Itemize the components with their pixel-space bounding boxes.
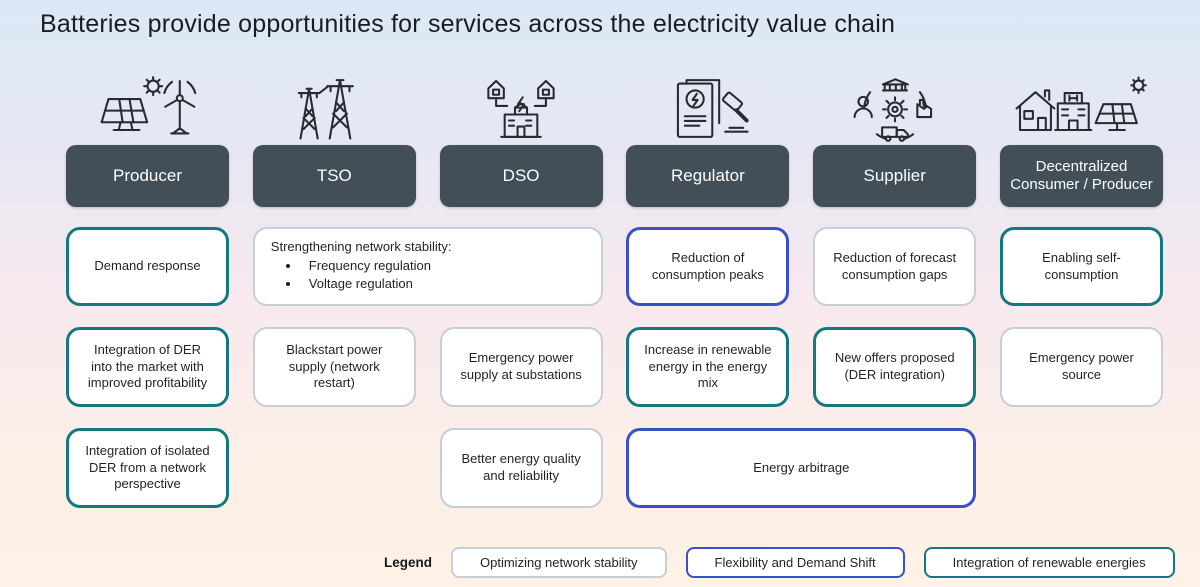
service-box-better-energy-quality: Better energy quality and reliability: [439, 428, 603, 508]
service-box-blackstart-power-supply: Blackstart power supply (network restart…: [252, 327, 416, 407]
document-and-gavel-icon: [626, 72, 789, 142]
service-box-reduction-of-consumption-peaks: Reduction of consumption peaks: [626, 227, 790, 306]
service-label: Energy arbitrage: [753, 459, 850, 475]
column-header-label: Regulator: [671, 166, 745, 185]
service-box-heading: Strengthening network stability:: [270, 239, 452, 255]
legend-item-label: Integration of renewable energies: [952, 555, 1146, 570]
service-box-network-stability: Strengthening network stability: Frequen…: [252, 227, 603, 306]
column-header-dso: DSO: [439, 145, 603, 207]
legend-title: Legend: [384, 555, 433, 570]
service-box-enabling-self-consumption: Enabling self-consumption: [999, 227, 1163, 306]
service-bullet: Frequency regulation: [301, 258, 431, 275]
service-box-new-offers-proposed: New offers proposed (DER integration): [813, 327, 977, 407]
service-label: Increase in renewable energy in the ener…: [644, 341, 772, 391]
house-hospital-solar-icon: [1000, 72, 1163, 142]
service-box-increase-renewable-energy-mix: Increase in renewable energy in the ener…: [626, 327, 790, 407]
column-header-label: DSO: [502, 166, 540, 185]
service-box-integration-of-isolated-der: Integration of isolated DER from a netwo…: [66, 428, 229, 508]
service-label: Reduction of consumption peaks: [651, 249, 764, 282]
legend-item-flexibility-and-demand-shift: Flexibility and Demand Shift: [685, 547, 905, 578]
column-header-label: Supplier: [863, 166, 926, 185]
legend-item-integration-of-renewable-energies: Integration of renewable energies: [923, 547, 1175, 578]
service-label: Reduction of forecast consumption gaps: [833, 249, 957, 282]
solar-panel-and-wind-turbine-icon: [66, 72, 229, 142]
service-label: Blackstart power supply (network restart…: [286, 341, 383, 391]
page-title: Batteries provide opportunities for serv…: [40, 10, 896, 38]
supply-chain-cycle-icon: [813, 72, 976, 142]
services-row-1: Demand response Strengthening network st…: [66, 227, 1163, 306]
legend: Legend Optimizing network stability Flex…: [384, 546, 1175, 579]
column-header-supplier: Supplier: [813, 145, 977, 207]
service-box-demand-response: Demand response: [66, 227, 229, 306]
column-headers-row: Producer TSO DSO Regulator Supplier Dece…: [66, 145, 1163, 207]
services-row-3: Integration of isolated DER from a netwo…: [66, 428, 1163, 508]
column-header-label: Producer: [113, 166, 182, 185]
column-header-producer: Producer: [66, 145, 229, 207]
column-header-regulator: Regulator: [626, 145, 790, 207]
service-label: Integration of DER into the market with …: [87, 341, 208, 391]
service-box-reduction-of-forecast-consumption-gaps: Reduction of forecast consumption gaps: [813, 227, 977, 306]
service-label: Better energy quality and reliability: [461, 451, 581, 483]
service-bullet: Voltage regulation: [301, 276, 431, 293]
service-bullet-list: Frequency regulation Voltage regulation: [271, 258, 431, 294]
service-box-energy-arbitrage: Energy arbitrage: [626, 428, 977, 508]
column-header-tso: TSO: [252, 145, 416, 207]
services-row-2: Integration of DER into the market with …: [66, 327, 1163, 407]
service-label: Emergency power supply at substations: [460, 350, 582, 382]
column-header-label: TSO: [316, 166, 352, 185]
legend-item-optimizing-network-stability: Optimizing network stability: [451, 547, 667, 578]
icons-row: [66, 72, 1163, 142]
service-label: New offers proposed (DER integration): [834, 350, 955, 382]
service-label: Enabling self-consumption: [1042, 249, 1121, 282]
legend-item-label: Optimizing network stability: [480, 555, 638, 570]
column-header-decentralized-consumer-producer: Decentralized Consumer / Producer: [999, 145, 1163, 207]
service-label: Integration of isolated DER from a netwo…: [85, 442, 210, 492]
service-box-emergency-power-source: Emergency power source: [999, 327, 1163, 407]
column-header-label: Decentralized Consumer / Producer: [1010, 157, 1153, 193]
service-label: Emergency power source: [1029, 350, 1134, 382]
transmission-towers-icon: [253, 72, 416, 142]
service-box-emergency-power-supply-substations: Emergency power supply at substations: [439, 327, 603, 407]
service-box-integration-of-der-into-market: Integration of DER into the market with …: [66, 327, 229, 407]
distribution-network-icon: [440, 72, 603, 142]
legend-item-label: Flexibility and Demand Shift: [714, 555, 876, 570]
service-label: Demand response: [94, 258, 201, 274]
